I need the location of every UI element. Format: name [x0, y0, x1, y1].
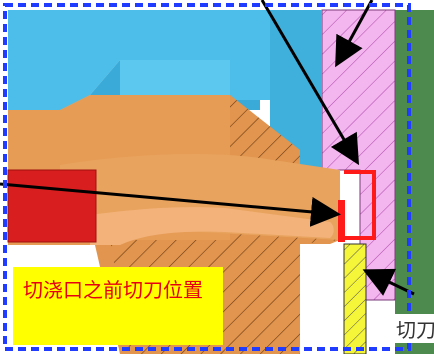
cutter-label: 切刀: [394, 314, 434, 343]
gate-markers: [338, 170, 376, 242]
arrow-to-cutter: [362, 268, 415, 296]
red-nozzle: [8, 170, 96, 242]
green-mold-plate: [395, 10, 434, 354]
arrow-to-pink-plate: [335, 0, 374, 68]
annotation-arrows: [0, 0, 415, 296]
arrow-to-gate-top: [260, 0, 360, 166]
arrow-to-gate-marker: [0, 182, 341, 227]
sprue-runner: [60, 154, 340, 245]
cutter-blade: [343, 243, 367, 354]
dashed-frame: [3, 3, 411, 351]
caption-text: 切浇口之前切刀位置: [23, 278, 203, 302]
caption-box: 切浇口之前切刀位置: [13, 267, 223, 345]
